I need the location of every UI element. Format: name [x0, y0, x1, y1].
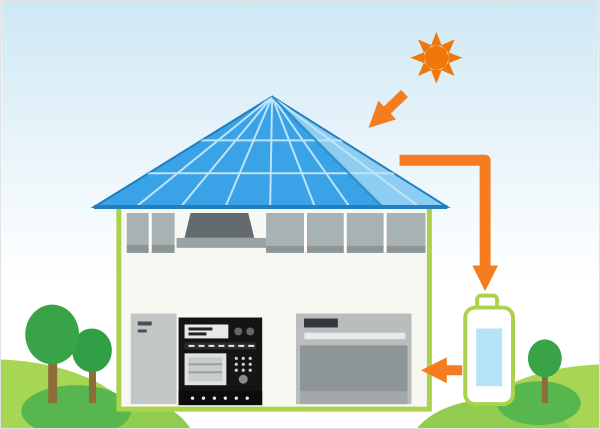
tree-foliage [25, 304, 80, 365]
control-knob [246, 327, 255, 336]
window-mullion [383, 213, 387, 253]
microwave-knob [238, 374, 248, 384]
second-floor-windows [126, 213, 426, 253]
control-knob [234, 327, 243, 336]
tree-trunk [48, 357, 58, 404]
window-mullion [148, 213, 152, 253]
button-row-keys [188, 344, 255, 347]
bush [497, 381, 581, 426]
refrigerator-handle [137, 321, 152, 326]
sun-icon [410, 31, 463, 84]
storage-battery [463, 293, 515, 407]
sun-core [424, 45, 449, 70]
display-text-bar [188, 327, 213, 331]
microwave-window-glass [188, 357, 223, 382]
solar-panel-roof [90, 95, 451, 210]
tree-foliage [527, 339, 562, 378]
range-hood [176, 213, 267, 248]
battery-charge-indicator [476, 328, 503, 387]
house [116, 200, 432, 412]
refrigerator [130, 313, 177, 405]
tree-trunk [541, 375, 548, 404]
refrigerator-body [130, 313, 177, 405]
range-hood-duct [184, 213, 255, 238]
refrigerator-handle [137, 329, 147, 333]
appliance-display [184, 324, 229, 339]
window-mullion [343, 213, 347, 253]
tree-right [527, 339, 562, 404]
window-mullion [303, 213, 307, 253]
dishwasher-handle [303, 318, 338, 328]
dishwasher-vent [303, 331, 407, 340]
tree-foliage [72, 328, 112, 373]
roof-fold-line [271, 95, 384, 208]
charge-flow-arrow-icon [399, 154, 499, 292]
hills-right [417, 364, 599, 428]
sunlight-arrow-icon [368, 89, 408, 128]
dishwasher [296, 313, 412, 405]
keypad-dots [234, 356, 252, 372]
base-dots [190, 396, 249, 400]
oven-microwave-unit [178, 317, 263, 406]
tree-large [25, 304, 80, 404]
tree-trunk [88, 369, 96, 404]
range-hood-canopy [176, 237, 267, 248]
dishwasher-door [300, 345, 408, 396]
dishwasher-kickplate [300, 391, 408, 405]
display-text-bar [188, 332, 207, 336]
appliance-base [178, 391, 263, 406]
tree-small [72, 328, 112, 404]
